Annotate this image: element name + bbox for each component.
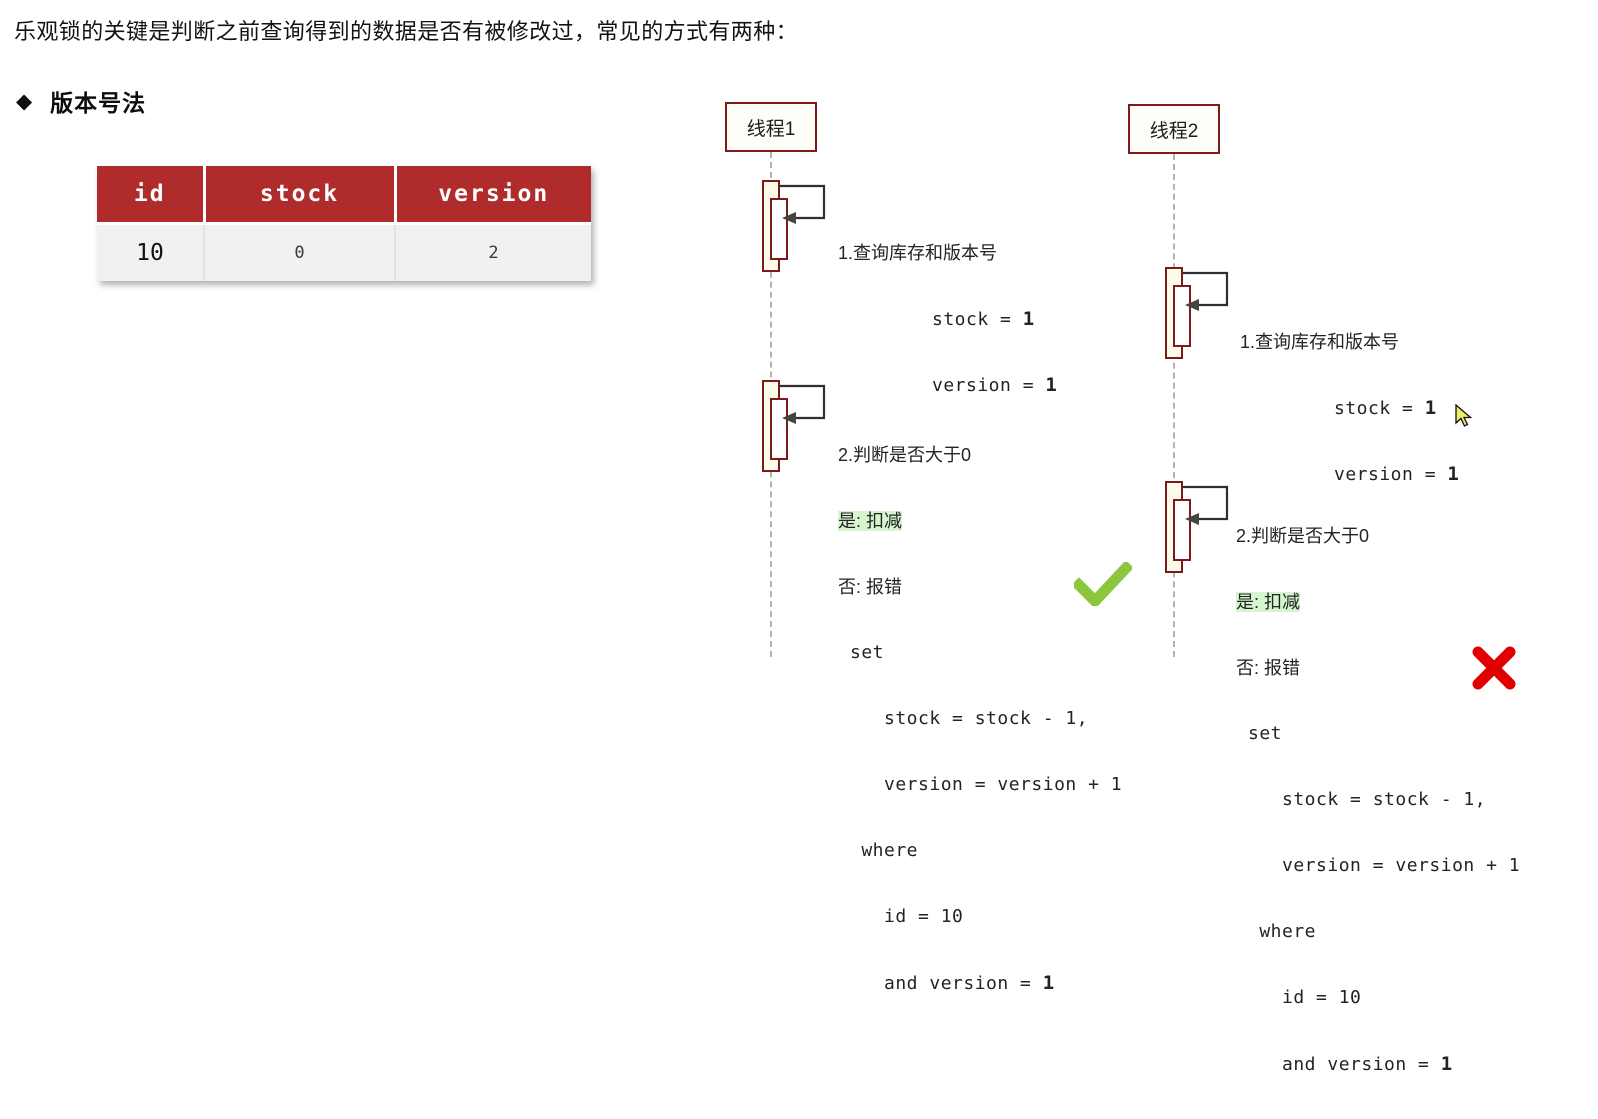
- note-thread2-step2-sql-2: version = version + 1: [1248, 855, 1521, 876]
- note-thread2-step2-sql-3: where: [1248, 921, 1317, 942]
- activation-bar-thread1-step2-nested: [770, 398, 788, 460]
- note-thread2-step2-no: 否: 报错: [1236, 658, 1301, 678]
- self-message-arrow-thread1-step1: [780, 184, 826, 224]
- actor-label-thread2: 线程2: [1149, 120, 1199, 142]
- note-thread1-step1-stock-label: stock =: [932, 309, 1023, 330]
- note-thread2-step2: 2.判断是否大于0 是: 扣减 否: 报错 set stock = stock …: [1236, 481, 1520, 1119]
- note-thread1-step2-sql-0: set: [850, 642, 885, 663]
- note-thread1-step2: 2.判断是否大于0 是: 扣减 否: 报错 set stock = stock …: [838, 400, 1122, 1038]
- table-header-version: version: [395, 166, 591, 225]
- note-thread2-step1-title: 1.查询库存和版本号: [1240, 332, 1400, 352]
- table-row: 10 0 2: [97, 223, 591, 281]
- note-thread2-step2-sql-0: set: [1248, 723, 1283, 744]
- activation-bar-thread2-step1-nested: [1173, 285, 1191, 347]
- activation-bar-thread2-step2-nested: [1173, 499, 1191, 561]
- self-message-arrow-thread1-step2: [780, 384, 826, 424]
- note-thread2-step2-sql-5: and version =: [1248, 1054, 1441, 1075]
- note-thread1-step1-version-value: 1: [1045, 374, 1058, 396]
- table-cell-stock: 0: [204, 223, 396, 281]
- note-thread2-step2-sql-1: stock = stock - 1,: [1248, 789, 1487, 810]
- note-thread2-step2-title: 2.判断是否大于0: [1236, 526, 1370, 546]
- note-thread2-step2-yes: 是: 扣减: [1236, 592, 1301, 612]
- lifeline-thread2: [1173, 154, 1175, 657]
- actor-box-thread2: 线程2: [1128, 104, 1220, 154]
- table-header-id: id: [97, 166, 206, 225]
- note-thread1-step2-no: 否: 报错: [838, 577, 903, 597]
- note-thread1-step1-stock-value: 1: [1022, 308, 1035, 330]
- self-message-arrow-thread2-step2: [1183, 485, 1229, 525]
- note-thread2-step2-sql-4: id = 10: [1248, 987, 1362, 1008]
- note-thread1-step2-sql-3: where: [850, 840, 919, 861]
- sequence-diagram: 线程1 1.查询库存和版本号 stock = 1 version = 1 2.判…: [725, 102, 1520, 1075]
- note-thread1-step2-sql-5: and version =: [850, 973, 1043, 994]
- note-thread2-step1-stock-value: 1: [1424, 397, 1437, 419]
- self-message-arrow-thread2-step1: [1183, 271, 1229, 311]
- note-thread1-step2-yes: 是: 扣减: [838, 511, 903, 531]
- activation-bar-thread1-step1-nested: [770, 198, 788, 260]
- success-check-icon: [1074, 562, 1132, 606]
- note-thread1-step2-sql-version-value: 1: [1042, 972, 1055, 994]
- note-thread2-step1-version-label: version =: [1334, 464, 1448, 485]
- note-thread2-step1-stock-label: stock =: [1334, 398, 1425, 419]
- actor-label-thread1: 线程1: [746, 118, 796, 140]
- table-header-row: id stock version: [97, 166, 591, 225]
- table-cell-version: 2: [395, 223, 591, 281]
- stock-table: id stock version 10 0 2: [97, 166, 591, 281]
- note-thread1-step2-sql-4: id = 10: [850, 906, 964, 927]
- failure-cross-icon: [1472, 646, 1516, 690]
- note-thread2-step1-version-value: 1: [1447, 463, 1460, 485]
- note-thread1-step1-title: 1.查询库存和版本号: [838, 243, 998, 263]
- intro-paragraph: 乐观锁的关键是判断之前查询得到的数据是否有被修改过，常见的方式有两种：: [14, 19, 799, 44]
- table-cell-id: 10: [97, 223, 205, 281]
- note-thread1-step2-sql-2: version = version + 1: [850, 774, 1123, 795]
- note-thread1-step2-sql-1: stock = stock - 1,: [850, 708, 1089, 729]
- actor-box-thread1: 线程1: [725, 102, 817, 152]
- table-header-stock: stock: [204, 166, 397, 225]
- section-heading-label: 版本号法: [50, 90, 147, 116]
- note-thread1-step1-version-label: version =: [932, 375, 1046, 396]
- note-thread2-step2-sql-version-value: 1: [1440, 1053, 1453, 1075]
- diamond-bullet-icon: ◆: [16, 89, 33, 113]
- note-thread2-step1: 1.查询库存和版本号 stock = 1 version = 1: [1240, 287, 1459, 529]
- note-thread1-step2-title: 2.判断是否大于0: [838, 445, 972, 465]
- section-heading: ◆ 版本号法: [16, 84, 146, 118]
- note-thread1-step1: 1.查询库存和版本号 stock = 1 version = 1: [838, 198, 1057, 440]
